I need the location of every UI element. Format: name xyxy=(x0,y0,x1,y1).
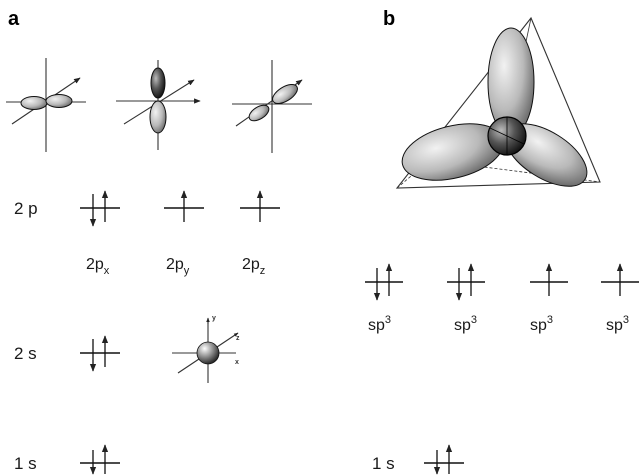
s-axis-z-label: z xyxy=(236,335,240,342)
orbital-box-sp3-1 xyxy=(365,263,403,301)
orbital-label-2pz: 2pz xyxy=(242,256,265,277)
orbital-label-2py: 2py xyxy=(166,256,190,277)
orbital-box-sp3-2 xyxy=(447,263,485,301)
orbital-box-1s-b xyxy=(424,444,464,475)
hybrid-label-1: sp3 xyxy=(368,314,391,334)
sp3-tetrahedron-icon xyxy=(395,16,601,189)
level-1s-label-b: 1 s xyxy=(372,454,395,473)
orbital-box-sp3-4 xyxy=(601,263,639,296)
level-2p-label: 2 p xyxy=(14,199,38,218)
py-orbital-icon xyxy=(116,60,201,150)
orbital-box-2px xyxy=(80,190,120,227)
hybrid-label-4: sp3 xyxy=(606,314,629,334)
level-1s-label-a: 1 s xyxy=(14,454,37,473)
s-axis-y-label: y xyxy=(212,315,216,322)
panel-a-label: a xyxy=(8,8,20,30)
level-2s-label: 2 s xyxy=(14,344,37,363)
orbital-box-2pz xyxy=(240,190,280,222)
px-orbital-icon xyxy=(6,58,86,152)
pz-orbital-icon xyxy=(232,60,312,153)
orbital-box-sp3-3 xyxy=(530,263,568,296)
orbital-label-2px: 2px xyxy=(86,256,110,277)
hybrid-label-2: sp3 xyxy=(454,314,477,334)
s-axis-x-label: x xyxy=(235,359,239,366)
panel-b-label: b xyxy=(383,8,395,30)
orbital-box-1s-a xyxy=(80,444,120,475)
orbital-box-2s xyxy=(80,335,120,372)
hybrid-label-3: sp3 xyxy=(530,314,553,334)
orbital-box-2py xyxy=(164,190,204,222)
s-orbital-icon: y z x xyxy=(172,315,240,383)
